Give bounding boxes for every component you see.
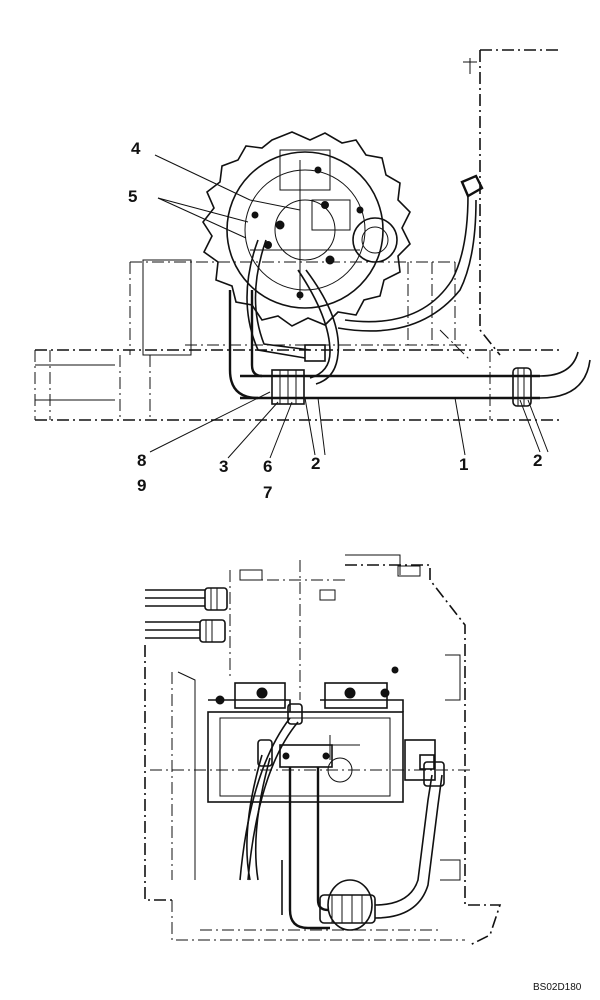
- callout-3: 3: [219, 457, 229, 476]
- lower-frame-beam: [34, 329, 560, 421]
- callout-8: 8: [137, 451, 147, 470]
- motor-hoses: [246, 174, 484, 385]
- pressure-hose-right: [374, 761, 445, 919]
- callout-9: 9: [137, 476, 147, 495]
- swing-motor-drum: [202, 131, 411, 327]
- callout-2-right: 2: [533, 451, 543, 470]
- delivery-pipe: [279, 744, 376, 931]
- callout-2-centre: 2: [311, 454, 321, 473]
- upper-frame-rail: [129, 259, 470, 356]
- pump-housing-outline: [144, 554, 502, 946]
- bottom-view: [144, 554, 502, 946]
- callout-5: 5: [128, 187, 138, 206]
- suction-hoses: [145, 587, 228, 643]
- top-view: [34, 49, 591, 459]
- callout-1: 1: [459, 455, 469, 474]
- pump-body: [207, 666, 436, 803]
- centre-lines: [150, 560, 470, 931]
- callout-7: 7: [263, 483, 273, 502]
- callout-6: 6: [263, 457, 273, 476]
- top-leader-lines: [149, 154, 549, 459]
- pipe-elbow-left: [228, 290, 305, 405]
- drain-hose-left: [239, 703, 303, 881]
- main-return-pipe: [240, 351, 591, 407]
- drawing-code: BS02D180: [533, 982, 582, 993]
- callout-4: 4: [131, 139, 141, 158]
- frame-outline-right: [463, 49, 560, 356]
